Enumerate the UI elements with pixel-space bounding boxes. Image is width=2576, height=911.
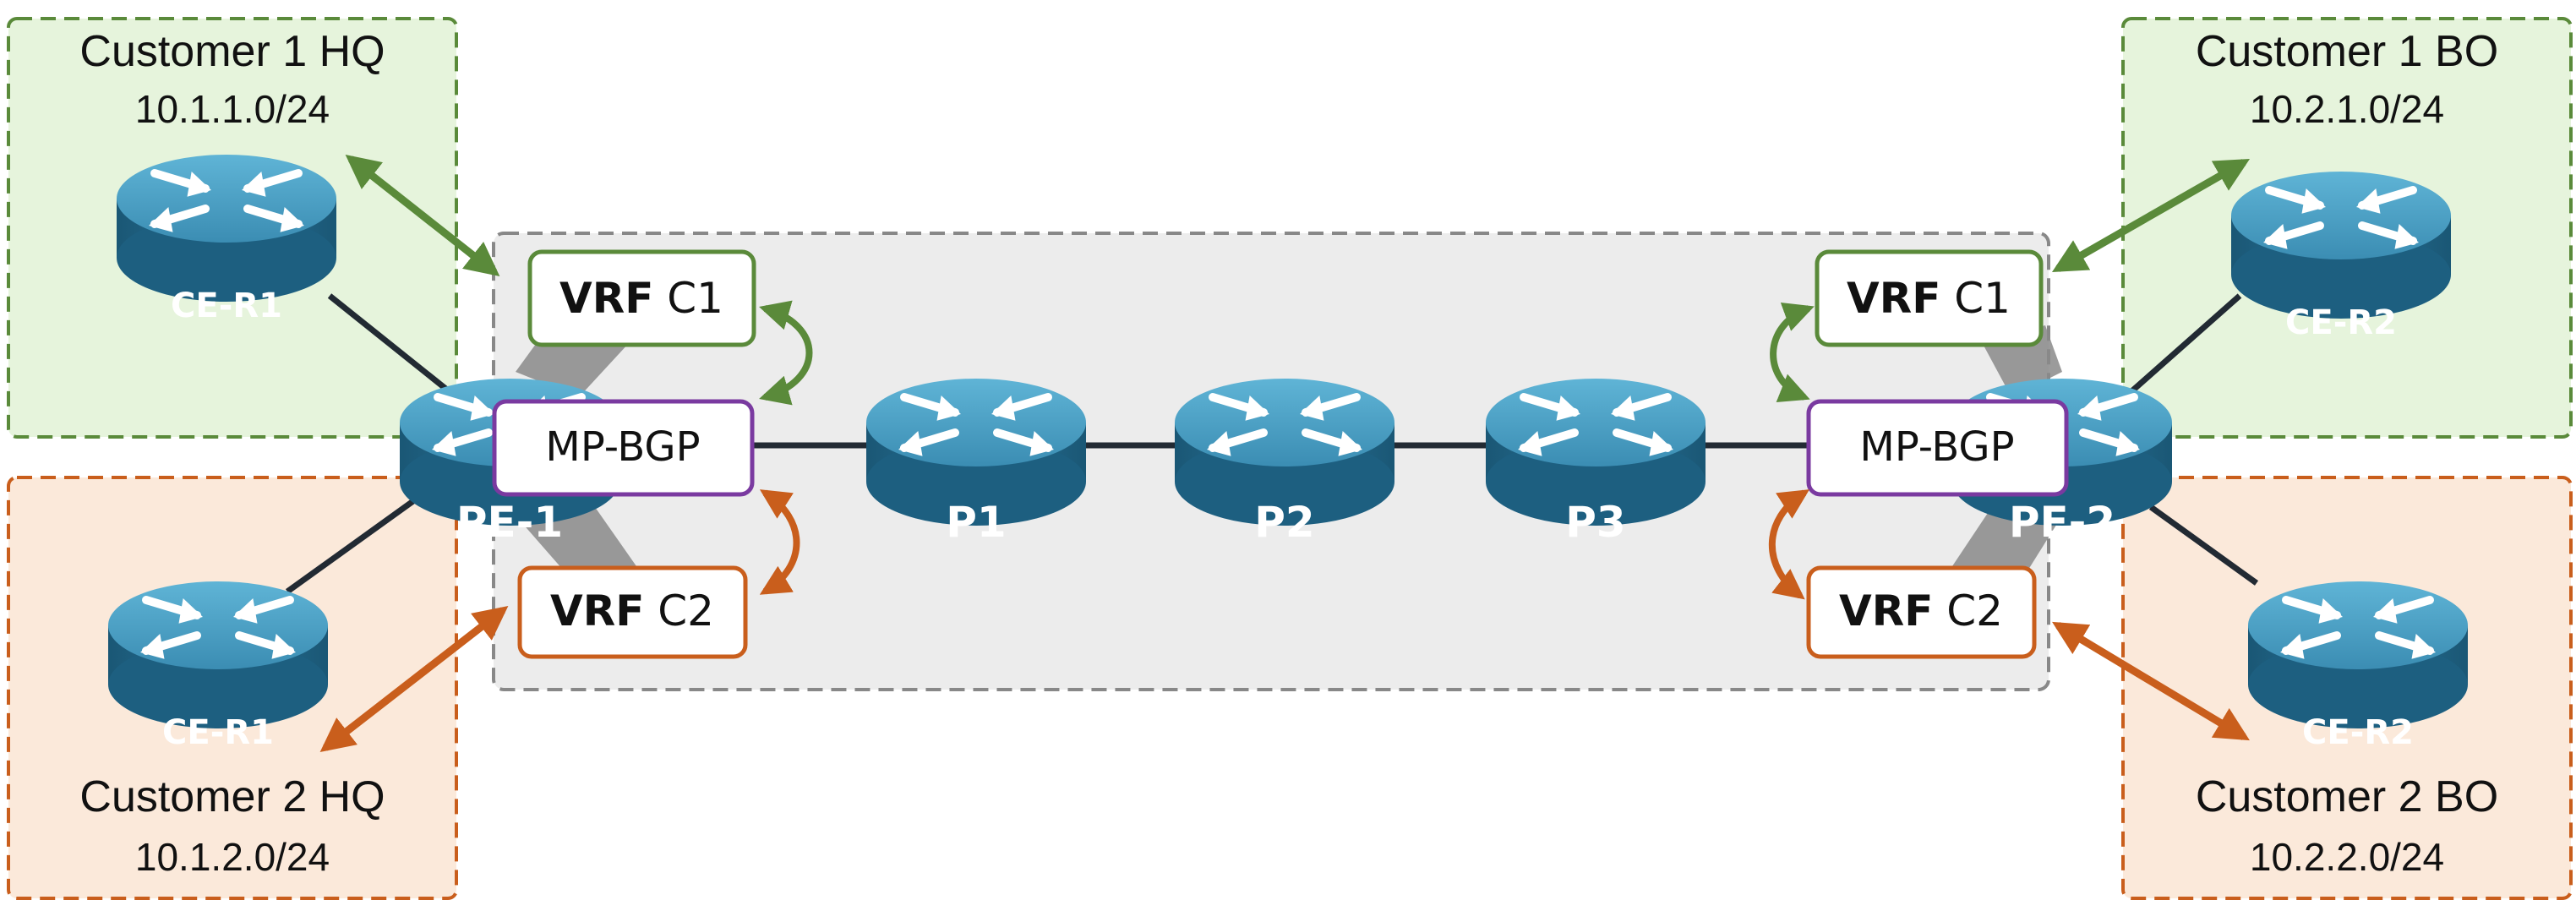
customer-2-hq-subnet: 10.1.2.0/24 bbox=[135, 835, 330, 879]
svg-text:VRF C2: VRF C2 bbox=[1839, 586, 2003, 636]
vrf-word: VRF bbox=[1839, 586, 1933, 636]
router-icon bbox=[117, 155, 336, 302]
network-links bbox=[285, 293, 2259, 594]
double-arrow-icon bbox=[2052, 621, 2250, 741]
router-ce-r1-hq1[interactable]: CE-R1 bbox=[117, 155, 336, 325]
customer-2-bo-title: Customer 2 BO bbox=[2196, 772, 2498, 821]
router-icon bbox=[2231, 172, 2451, 319]
router-label: PE-2 bbox=[2009, 498, 2115, 547]
vrf-name: C2 bbox=[658, 586, 714, 636]
router-label: CE-R1 bbox=[171, 286, 282, 325]
router-label: P1 bbox=[946, 498, 1006, 547]
curved-arrow-icon bbox=[759, 489, 800, 595]
router-ce-r2-bo1[interactable]: CE-R2 bbox=[2231, 172, 2451, 342]
vrf-word: VRF bbox=[1847, 274, 1940, 323]
vrf-word: VRF bbox=[550, 586, 644, 636]
router-label: P2 bbox=[1254, 498, 1314, 547]
customer-1-hq-title: Customer 1 HQ bbox=[79, 27, 385, 76]
vrf-c1-pe1[interactable]: VRF C1 bbox=[527, 249, 756, 347]
router-label: CE-R2 bbox=[2302, 713, 2414, 752]
router-icon bbox=[108, 581, 328, 728]
curved-arrow-icon bbox=[1768, 489, 1810, 600]
vrf-c2-pe2[interactable]: VRF C2 bbox=[1806, 565, 2037, 659]
customer-1-bo-subnet: 10.2.1.0/24 bbox=[2250, 87, 2444, 131]
vrf-name: C1 bbox=[667, 274, 723, 323]
vrf-c1-pe2[interactable]: VRF C1 bbox=[1815, 249, 2044, 347]
svg-text:VRF C2: VRF C2 bbox=[550, 586, 714, 636]
router-label: P3 bbox=[1565, 498, 1625, 547]
customer-2-bo-subnet: 10.2.2.0/24 bbox=[2250, 835, 2444, 879]
router-label: PE-1 bbox=[456, 498, 563, 547]
mpbgp-pe2[interactable]: MP-BGP bbox=[1806, 399, 2069, 497]
svg-text:VRF C1: VRF C1 bbox=[559, 274, 723, 323]
router-p1[interactable]: P1 bbox=[866, 379, 1086, 547]
mpbgp-pe1[interactable]: MP-BGP bbox=[492, 399, 755, 497]
router-ce-r2-bo2[interactable]: CE-R2 bbox=[2248, 581, 2468, 752]
vrf-name: C2 bbox=[1946, 586, 2003, 636]
customer-1-hq-subnet: 10.1.1.0/24 bbox=[135, 87, 330, 131]
vrf-name: C1 bbox=[1954, 274, 2011, 323]
double-arrow-icon bbox=[319, 606, 509, 752]
customer-2-hq-title: Customer 2 HQ bbox=[79, 772, 385, 821]
mpbgp-label: MP-BGP bbox=[545, 423, 700, 471]
double-arrow-icon bbox=[2051, 158, 2251, 273]
router-ce-r1-hq2[interactable]: CE-R1 bbox=[108, 581, 328, 752]
mpbgp-label: MP-BGP bbox=[1859, 423, 2014, 471]
router-icon bbox=[2248, 581, 2468, 728]
curved-arrow-icon bbox=[1770, 302, 1815, 402]
router-pe-1[interactable]: PE-1 bbox=[400, 379, 619, 547]
vrf-word: VRF bbox=[559, 274, 653, 323]
svg-text:VRF C1: VRF C1 bbox=[1847, 274, 2011, 323]
router-label: CE-R1 bbox=[162, 713, 274, 752]
vrf-c2-pe1[interactable]: VRF C2 bbox=[517, 565, 748, 659]
router-pe-2[interactable]: PE-2 bbox=[1952, 379, 2172, 547]
router-p2[interactable]: P2 bbox=[1175, 379, 1394, 547]
customer-1-bo-title: Customer 1 BO bbox=[2196, 27, 2498, 76]
router-label: CE-R2 bbox=[2285, 303, 2397, 342]
curved-arrow-icon bbox=[759, 300, 813, 406]
router-p3[interactable]: P3 bbox=[1486, 379, 1706, 547]
double-arrow-icon bbox=[345, 154, 500, 277]
